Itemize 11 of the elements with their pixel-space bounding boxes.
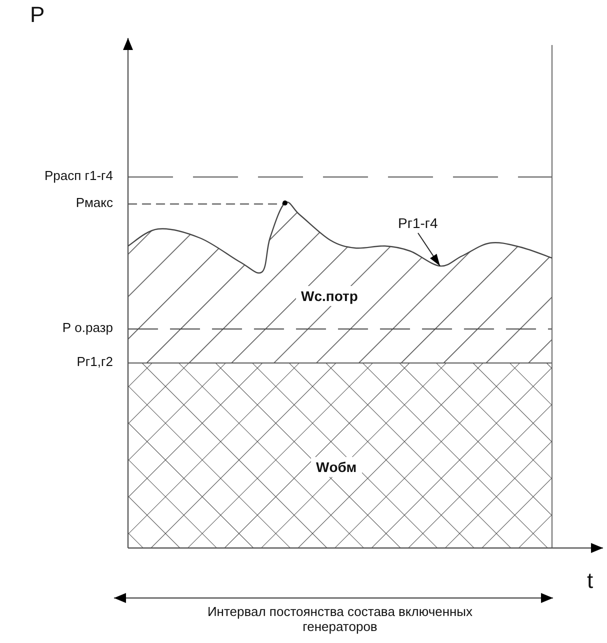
power-curve	[128, 200, 552, 274]
level-label: Рг1,г2	[76, 355, 113, 370]
area-label: Wобм	[311, 457, 362, 478]
interval-label: Интервал постоянства состава включенных генераторов	[206, 605, 474, 635]
level-label: Рмакс	[76, 196, 113, 211]
curve-label: Рг1-г4	[398, 215, 438, 232]
axis-label: t	[587, 568, 594, 594]
level-label: Ррасп г1-г4	[44, 169, 113, 184]
leader-line	[418, 232, 440, 266]
axis-label: Р	[30, 2, 45, 28]
level-label: Р о.разр	[62, 321, 113, 336]
